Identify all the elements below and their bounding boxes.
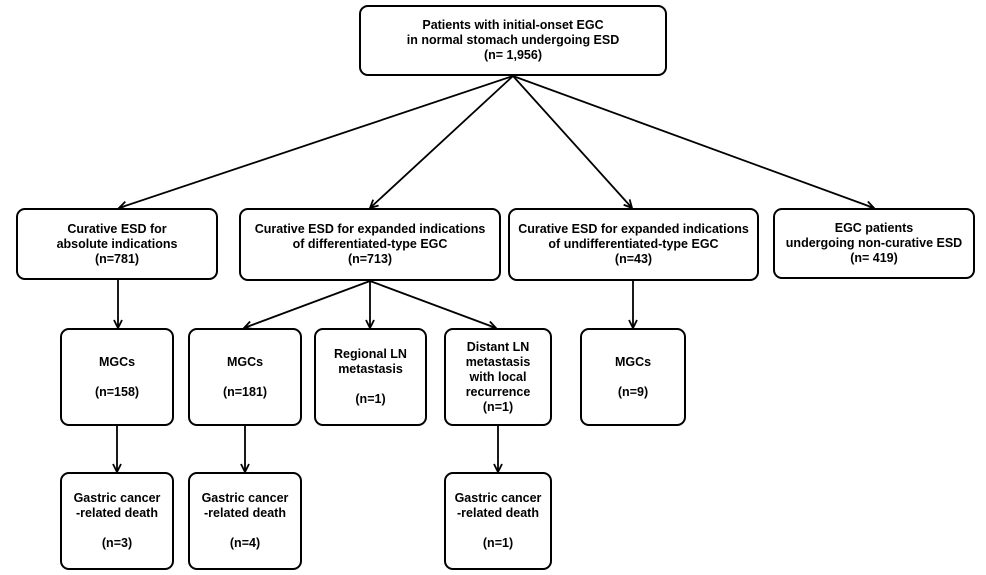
non-curative-count: (n= 419) <box>850 251 898 265</box>
non-curative-line-1: EGC patients <box>834 221 914 235</box>
death-box-1: Gastric cancer -related death (n=3) <box>60 472 174 570</box>
mgcs-box-2: MGCs (n=181) <box>188 328 302 426</box>
absolute-line-1: Curative ESD for <box>67 221 167 236</box>
death-3-count: (n=1) <box>482 536 514 550</box>
differentiated-line-1: Curative ESD for expanded indications <box>254 222 486 236</box>
root-line-1: Patients with initial-onset EGC <box>422 18 604 32</box>
death-3-line-1: Gastric cancer <box>454 491 542 505</box>
mgcs-box-1: MGCs (n=158) <box>60 328 174 426</box>
death-box-2: Gastric cancer -related death (n=4) <box>188 472 302 570</box>
regional-ln-count: (n=1) <box>355 392 386 406</box>
mgcs-3-count: (n=9) <box>617 384 649 399</box>
distant-ln-line-3: with local <box>469 369 527 384</box>
arrow-root-to-differentiated <box>370 75 514 208</box>
regional-ln-line-1: Regional LN <box>334 347 407 361</box>
arrow-differentiated-to-distant-ln <box>369 280 496 328</box>
arrow-differentiated-to-mgcs <box>244 280 371 328</box>
distant-ln-line-2: metastasis <box>465 354 531 369</box>
arrow-root-to-absolute <box>119 75 514 208</box>
mgcs-1-count: (n=158) <box>94 384 140 399</box>
root-box: Patients with initial-onset EGC in norma… <box>359 5 667 76</box>
distant-ln-line-1: Distant LN <box>466 339 530 354</box>
distant-ln-box: Distant LN metastasis with local recurre… <box>444 328 552 426</box>
death-box-3: Gastric cancer -related death (n=1) <box>444 472 552 570</box>
undifferentiated-box: Curative ESD for expanded indications of… <box>508 208 759 281</box>
undifferentiated-line-2: of undifferentiated-type EGC <box>548 237 719 251</box>
distant-ln-count: (n=1) <box>482 399 514 414</box>
differentiated-box: Curative ESD for expanded indications of… <box>239 208 501 281</box>
absolute-indications-box: Curative ESD for absolute indications (n… <box>16 208 218 280</box>
differentiated-line-2: of differentiated-type EGC <box>292 237 448 251</box>
non-curative-box: EGC patients undergoing non-curative ESD… <box>773 208 975 279</box>
absolute-count: (n=781) <box>94 251 140 266</box>
mgcs-1-label: MGCs <box>98 354 136 369</box>
mgcs-box-3: MGCs (n=9) <box>580 328 686 426</box>
death-2-count: (n=4) <box>229 536 261 550</box>
undifferentiated-count: (n=43) <box>614 252 653 266</box>
death-1-line-2: -related death <box>76 506 158 520</box>
root-count: (n= 1,956) <box>483 48 542 62</box>
mgcs-3-label: MGCs <box>614 354 652 369</box>
non-curative-line-2: undergoing non-curative ESD <box>785 236 963 250</box>
arrow-root-to-undifferentiated <box>512 75 632 208</box>
distant-ln-line-4: recurrence <box>465 384 531 399</box>
absolute-line-2: absolute indications <box>56 236 178 251</box>
mgcs-2-count: (n=181) <box>222 384 268 399</box>
root-line-2: in normal stomach undergoing ESD <box>406 33 620 47</box>
death-1-line-1: Gastric cancer <box>73 491 161 505</box>
regional-ln-line-2: metastasis <box>338 362 403 376</box>
death-2-line-2: -related death <box>204 506 286 520</box>
differentiated-count: (n=713) <box>347 252 393 266</box>
regional-ln-box: Regional LN metastasis (n=1) <box>314 328 427 426</box>
mgcs-2-label: MGCs <box>226 354 264 369</box>
arrow-root-to-noncurative <box>512 75 874 208</box>
death-3-line-2: -related death <box>457 506 539 520</box>
death-1-count: (n=3) <box>101 536 133 550</box>
undifferentiated-line-1: Curative ESD for expanded indications <box>518 222 749 236</box>
death-2-line-1: Gastric cancer <box>201 491 289 505</box>
